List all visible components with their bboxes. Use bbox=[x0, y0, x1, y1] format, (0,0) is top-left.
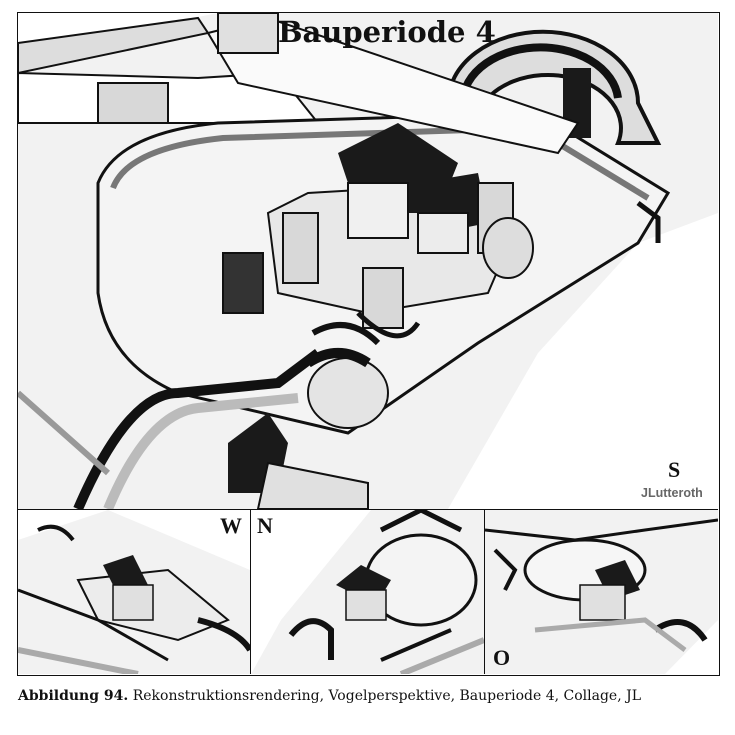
view-north: N bbox=[251, 510, 485, 674]
main-render-view: Bauperiode 4 S JLutteroth bbox=[18, 13, 718, 510]
view-west: W bbox=[18, 510, 251, 674]
direction-label-o: O bbox=[493, 645, 511, 670]
direction-label-n: N bbox=[257, 513, 273, 538]
caption-label: Abbildung 94. bbox=[18, 688, 129, 704]
view-east: O bbox=[485, 510, 718, 674]
direction-label-s: S bbox=[668, 457, 681, 482]
direction-label-w: W bbox=[220, 513, 242, 538]
castle-render-west bbox=[18, 510, 250, 674]
castle-render-south bbox=[18, 13, 718, 509]
caption-text: Rekonstruktionsrendering, Vogelperspekti… bbox=[132, 688, 642, 704]
castle-render-north bbox=[251, 510, 484, 674]
castle-render-east bbox=[485, 510, 718, 674]
credit-label: JLutteroth bbox=[641, 486, 703, 500]
figure-frame: Bauperiode 4 S JLutteroth W N bbox=[17, 12, 720, 676]
figure-caption: Abbildung 94. Rekonstruktionsrendering, … bbox=[18, 688, 641, 704]
figure-title: Bauperiode 4 bbox=[278, 15, 496, 49]
